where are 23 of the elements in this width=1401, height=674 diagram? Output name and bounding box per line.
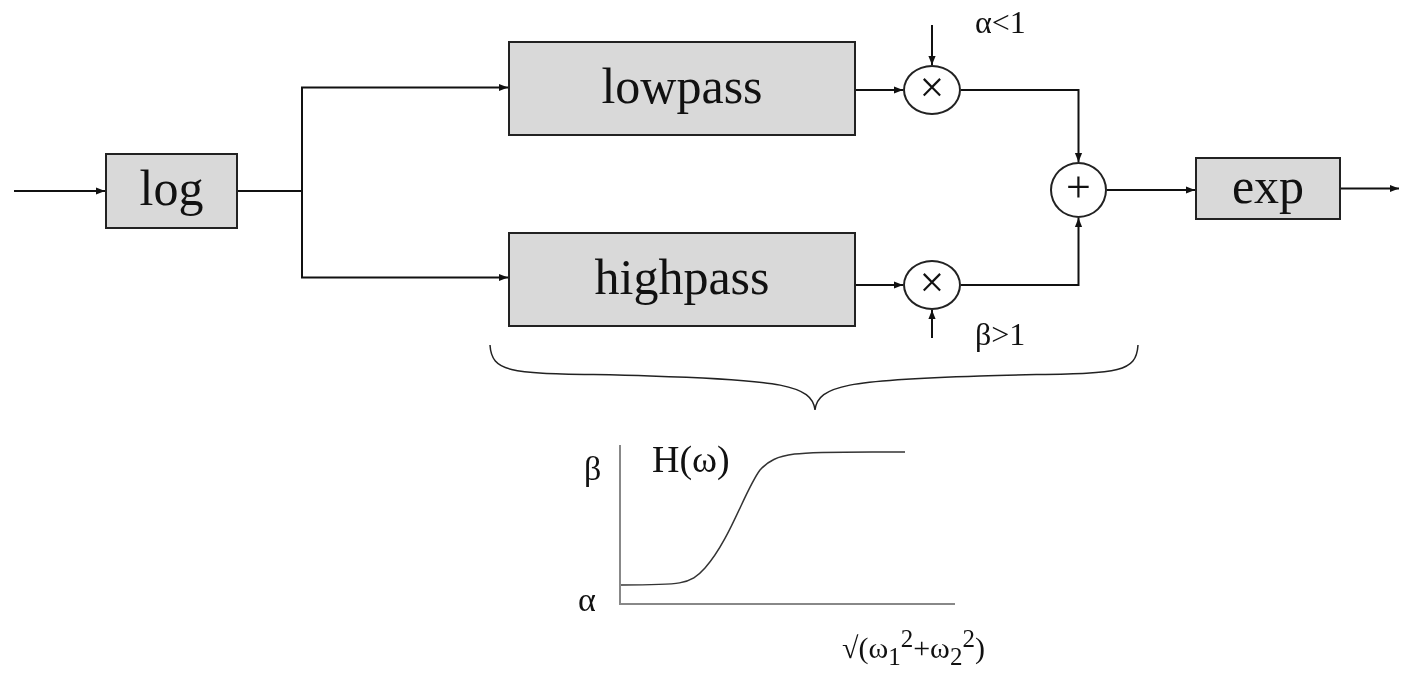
- arrow: [1106, 186, 1196, 194]
- arrow: [960, 89, 1083, 163]
- gain-label: β>1: [975, 318, 1026, 350]
- multiplier-circle: ×: [903, 260, 961, 310]
- process-box: log: [105, 153, 238, 229]
- arrow: [13, 187, 106, 195]
- arrow: [237, 190, 509, 282]
- arrow: [960, 217, 1083, 286]
- arrow: [928, 309, 936, 339]
- filter-box: highpass: [508, 232, 856, 327]
- arrow: [928, 24, 936, 66]
- axis-label: √(ω$_{1}$$^{2}$+ω$_{2}$$^{2}$): [842, 626, 985, 669]
- axis-tick-label: β: [584, 452, 602, 486]
- arrow: [855, 281, 904, 289]
- arrow: [855, 86, 904, 94]
- arrow: [1340, 184, 1400, 193]
- process-box: exp: [1195, 157, 1341, 220]
- axis-tick-label: α: [578, 583, 596, 617]
- plot-title: H(ω): [652, 440, 730, 478]
- summing-circle: +: [1050, 162, 1107, 218]
- filter-box: lowpass: [508, 41, 856, 136]
- multiplier-circle: ×: [903, 65, 961, 115]
- gain-label: α<1: [975, 6, 1026, 38]
